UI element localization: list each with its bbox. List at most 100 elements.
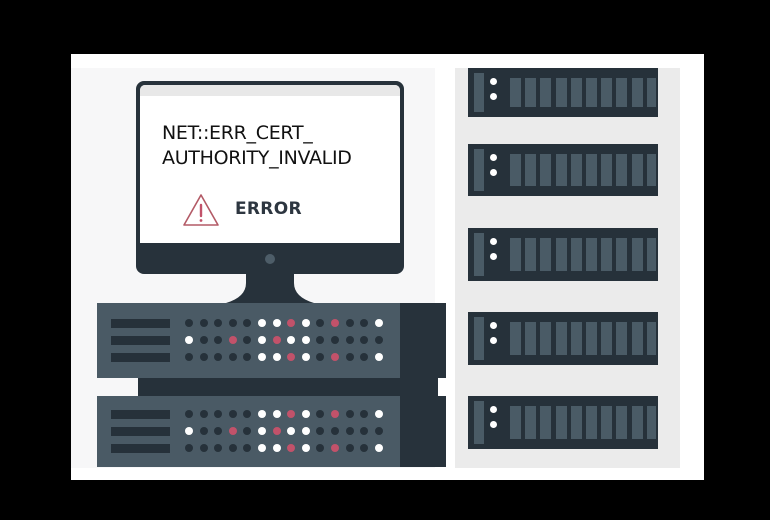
led-row <box>185 427 390 436</box>
rack-drive-bay <box>616 154 628 186</box>
status-led-off <box>360 336 369 344</box>
status-led-off <box>199 444 208 452</box>
status-led-off <box>199 353 208 361</box>
server-drive-slot <box>111 353 170 362</box>
status-led-on <box>185 336 193 344</box>
status-led-off <box>199 319 208 327</box>
status-led-err <box>331 319 339 327</box>
rack-status-led <box>490 337 497 344</box>
server-drive-slot <box>111 410 170 419</box>
status-led-off <box>360 427 369 435</box>
rack-bay <box>474 401 484 444</box>
led-row <box>185 444 390 453</box>
status-led-off <box>214 353 223 361</box>
status-led-on <box>258 427 266 435</box>
rack-bay <box>474 73 484 112</box>
status-led-on <box>301 319 310 327</box>
illustration-canvas: NET::ERR_CERT_ AUTHORITY_INVALID ERROR <box>71 54 704 480</box>
status-led-err <box>228 336 237 344</box>
rack-status-led <box>490 238 497 245</box>
status-led-off <box>228 410 237 418</box>
status-led-off <box>360 319 369 327</box>
status-led-off <box>243 444 252 452</box>
rack-drive-bay <box>646 322 656 355</box>
rack-drive-bay <box>646 78 656 107</box>
server-spacer <box>138 378 413 396</box>
status-led-off <box>316 336 325 344</box>
status-led-on <box>272 319 281 327</box>
rack-drive-bay <box>570 78 582 107</box>
status-led-off <box>374 427 383 435</box>
rack-drive-bay <box>555 406 567 439</box>
status-led-on <box>272 353 281 361</box>
rack-drive-bay <box>525 238 537 271</box>
status-led-err <box>287 444 296 452</box>
rack-unit <box>468 144 658 196</box>
status-led-on <box>258 410 266 418</box>
status-led-err <box>287 353 296 361</box>
server-unit-lower <box>97 396 400 467</box>
status-led-off <box>374 336 383 344</box>
server-drive-slot <box>111 319 170 328</box>
server-drive-slot <box>111 444 170 453</box>
status-led-off <box>214 427 223 435</box>
status-led-off <box>316 444 325 452</box>
status-led-off <box>345 353 354 361</box>
rack-status-led <box>490 253 497 260</box>
rack-bay <box>474 149 484 191</box>
rack-unit <box>468 228 658 281</box>
monitor: NET::ERR_CERT_ AUTHORITY_INVALID ERROR <box>136 81 404 274</box>
server-drive-slot <box>111 336 170 345</box>
error-code-text: NET::ERR_CERT_ AUTHORITY_INVALID <box>162 121 398 171</box>
status-led-off <box>199 336 208 344</box>
status-led-on <box>258 353 266 361</box>
status-led-off <box>331 427 339 435</box>
server-unit-lower-side <box>400 396 446 467</box>
rack-drive-bay <box>586 78 597 107</box>
status-led-on <box>301 410 310 418</box>
status-led-off <box>185 444 193 452</box>
status-led-off <box>316 353 325 361</box>
rack-drive-bay <box>631 238 643 271</box>
rack-drive-bay <box>540 238 552 271</box>
status-led-on <box>374 319 383 327</box>
status-led-off <box>228 353 237 361</box>
status-led-err <box>272 427 281 435</box>
status-led-off <box>228 319 237 327</box>
rack-drive-bay <box>570 154 582 186</box>
status-led-off <box>199 427 208 435</box>
status-led-on <box>287 336 296 344</box>
status-led-off <box>243 427 252 435</box>
rack-status-led <box>490 93 497 100</box>
rack-status-led <box>490 421 497 428</box>
error-code-line-1: NET::ERR_CERT_ <box>162 122 313 144</box>
rack-drive-bay <box>646 406 656 439</box>
status-led-off <box>214 336 223 344</box>
rack-drive-bay <box>570 322 582 355</box>
rack-drive-bay <box>525 78 537 107</box>
rack-drive-bay <box>525 406 537 439</box>
rack-drive-bay <box>586 406 597 439</box>
rack-drive-bay <box>646 238 656 271</box>
status-led-off <box>345 427 354 435</box>
monitor-power-indicator <box>265 254 275 264</box>
rack-drive-bay <box>631 322 643 355</box>
status-led-off <box>243 410 252 418</box>
rack-drive-bay <box>510 154 521 186</box>
rack-drive-bay <box>616 78 628 107</box>
server-drive-slot <box>111 427 170 436</box>
status-led-err <box>331 444 339 452</box>
error-label: ERROR <box>235 199 302 219</box>
led-row <box>185 336 390 345</box>
status-led-off <box>345 410 354 418</box>
rack-drive-bay <box>601 78 613 107</box>
rack-drive-bay <box>540 406 552 439</box>
monitor-screen: NET::ERR_CERT_ AUTHORITY_INVALID ERROR <box>140 85 400 243</box>
status-led-off <box>214 410 223 418</box>
server-unit-upper-side <box>400 303 446 378</box>
status-led-off <box>228 444 237 452</box>
rack-status-led <box>490 406 497 413</box>
rack-status-led <box>490 154 497 161</box>
rack-drive-bay <box>616 322 628 355</box>
status-led-on <box>272 410 281 418</box>
